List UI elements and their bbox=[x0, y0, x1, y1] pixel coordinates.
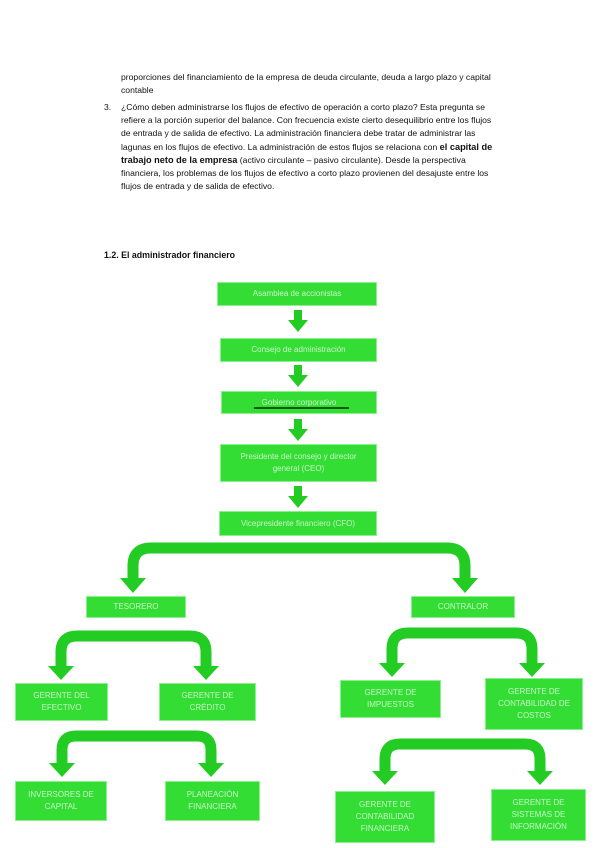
paragraph-cash-flows: ¿Cómo deben administrarse los flujos de … bbox=[121, 101, 501, 193]
box-gerente-contabilidad-financiera: GERENTE DE CONTABILIDAD FINANCIERA bbox=[335, 791, 435, 843]
box-gerente-sistemas: GERENTE DE SISTEMAS DE INFORMACIÓN bbox=[491, 789, 586, 841]
box-gerente-efectivo: GERENTE DEL EFECTIVO bbox=[15, 683, 108, 721]
box-inversores: INVERSORES DE CAPITAL bbox=[15, 781, 107, 821]
arrow-presidente-vicepresidente bbox=[288, 486, 308, 508]
box-consejo: Consejo de administración bbox=[220, 338, 377, 362]
paragraph-financing-proportions: proporciones del financiamiento de la em… bbox=[121, 72, 491, 96]
paragraph-cash-flows-bold: el capital de trabajo neto de la empresa bbox=[121, 141, 493, 165]
box-presidente: Presidente del consejo y director genera… bbox=[220, 444, 377, 482]
branch-lower-right bbox=[372, 738, 553, 785]
branch-contralor bbox=[379, 627, 545, 677]
paragraph-cash-flows-part-a: ¿Cómo deben administrarse los flujos de … bbox=[121, 102, 492, 152]
branch-cfo bbox=[120, 542, 478, 593]
list-number-3: 3. bbox=[104, 102, 112, 112]
box-tesorero: TESORERO bbox=[86, 596, 186, 618]
box-contralor: CONTRALOR bbox=[411, 596, 515, 618]
gobierno-underline bbox=[254, 407, 349, 409]
box-vicepresidente: Vicepresidente financiero (CFO) bbox=[219, 511, 377, 536]
box-gerente-credito: GERENTE DE CRÉDITO bbox=[159, 683, 256, 721]
arrow-asamblea-consejo bbox=[288, 310, 308, 332]
branch-tesorero bbox=[48, 630, 219, 680]
box-gerente-impuestos: GERENTE DE IMPUESTOS bbox=[340, 680, 441, 718]
box-asamblea: Asamblea de accionistas bbox=[217, 282, 377, 306]
paragraph-cash-flows-part-b: (activo circulante – pasivo circulante).… bbox=[121, 154, 489, 192]
section-heading: 1.2. El administrador financiero bbox=[104, 250, 236, 260]
box-planeacion: PLANEACIÓN FINANCIERA bbox=[165, 781, 260, 821]
arrow-consejo-gobierno bbox=[288, 365, 308, 387]
arrow-gobierno-presidente bbox=[288, 419, 308, 441]
box-gobierno: Gobierno corporativo bbox=[221, 391, 377, 414]
branch-lower-left bbox=[49, 730, 224, 777]
box-gerente-costos: GERENTE DE CONTABILIDAD DE COSTOS bbox=[485, 678, 583, 730]
